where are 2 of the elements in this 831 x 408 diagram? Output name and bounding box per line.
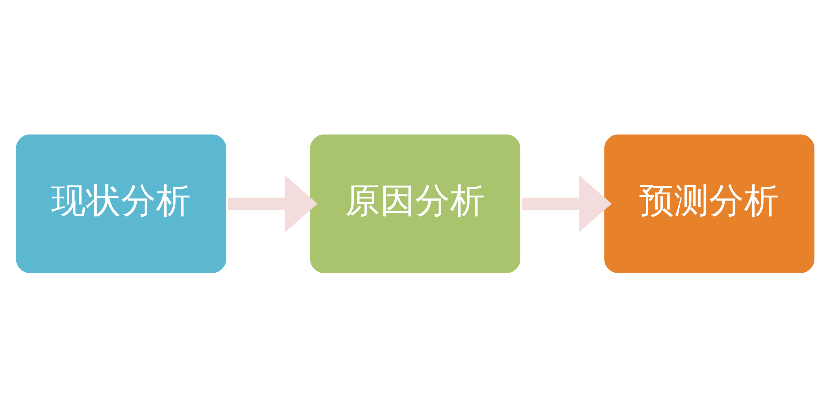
arrow [522,175,612,233]
arrow [228,175,318,233]
